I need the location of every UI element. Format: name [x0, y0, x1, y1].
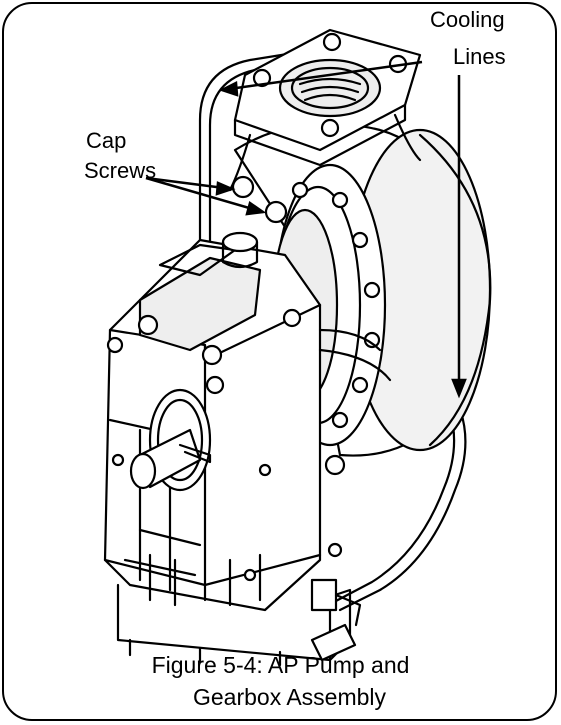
breather-cap — [221, 231, 259, 253]
discharge-bolts — [252, 32, 408, 138]
cooling-lines-label-line2: Lines — [453, 44, 506, 69]
gearbox-bolts — [106, 308, 346, 582]
figure-caption-line1: Figure 5-4: AP Pump and — [151, 652, 410, 678]
cap-screws-label-line2: Screws — [84, 158, 157, 183]
flange-bolts — [291, 181, 381, 429]
cooling-line-left — [198, 50, 302, 282]
cap-screws-arrow-1 — [215, 181, 236, 196]
cap-screw-2 — [264, 200, 288, 224]
figure-caption-line2: Gearbox Assembly — [192, 684, 387, 710]
fitting-nut — [310, 578, 338, 612]
cooling-fitting — [310, 623, 357, 662]
cap-screws-arrow-2 — [245, 200, 267, 216]
cooling-lines-label-line1: Cooling — [430, 7, 505, 32]
cooling-lines-arrow-1 — [218, 81, 239, 97]
cap-screw-1 — [231, 175, 255, 199]
cooling-lines-arrow-2 — [451, 378, 467, 399]
cap-screws-label-line1: Cap — [86, 128, 127, 153]
